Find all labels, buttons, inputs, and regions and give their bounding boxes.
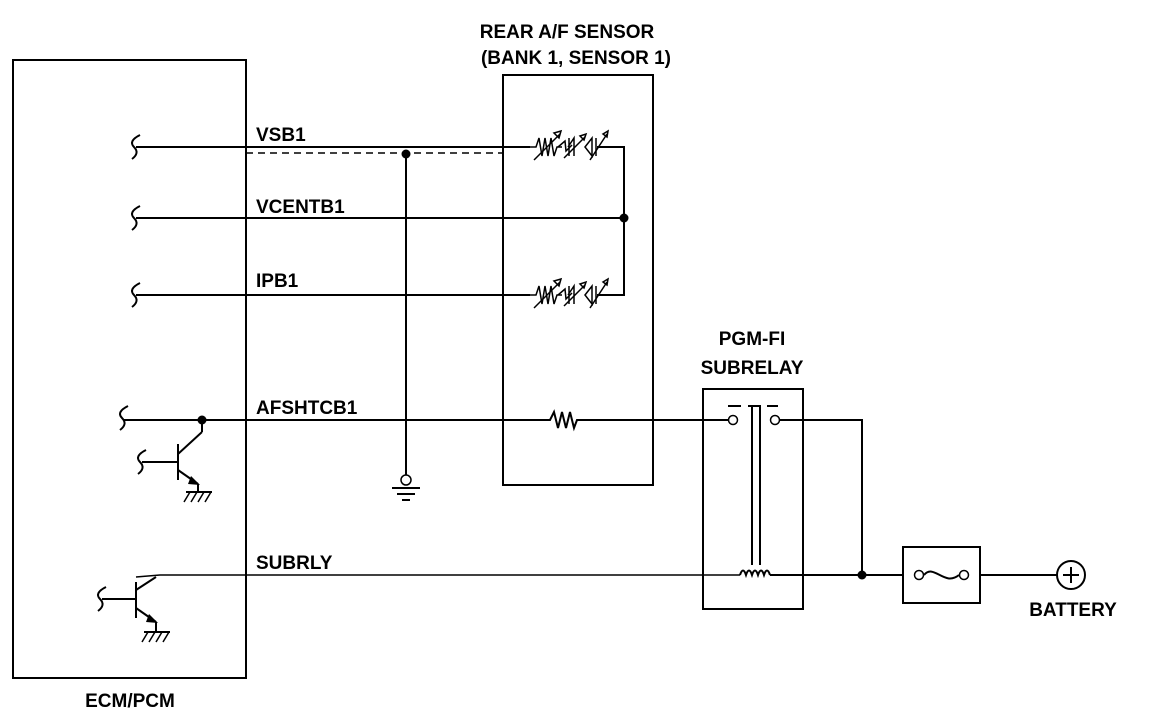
sensor-label-line2: (BANK 1, SENSOR 1) bbox=[481, 48, 671, 69]
rear-af-sensor: REAR A/F SENSOR (BANK 1, SENSOR 1) bbox=[480, 22, 671, 486]
label-afshtcb1: AFSHTCB1 bbox=[256, 398, 358, 419]
wire-ipb1: IPB1 bbox=[131, 271, 530, 308]
wire-subrly: SUBRLY bbox=[97, 553, 740, 643]
ecm-pcm: ECM/PCM bbox=[12, 59, 247, 712]
shield-ground bbox=[392, 149, 420, 501]
heater-resistor bbox=[503, 409, 653, 432]
battery-terminal-icon bbox=[1056, 560, 1086, 590]
ecm-pcm-label: ECM/PCM bbox=[85, 691, 175, 712]
relay-contact-right bbox=[769, 414, 781, 426]
heater-driver-transistor bbox=[137, 420, 212, 503]
sensor-box bbox=[502, 74, 654, 486]
label-vsb1: VSB1 bbox=[256, 125, 306, 146]
sensor-label-line1: REAR A/F SENSOR bbox=[480, 22, 655, 43]
wire-afshtcb1: AFSHTCB1 bbox=[119, 398, 503, 503]
label-vcentb1: VCENTB1 bbox=[256, 197, 345, 218]
sensing-cell-lower bbox=[530, 277, 610, 309]
label-subrly: SUBRLY bbox=[256, 553, 333, 574]
label-ipb1: IPB1 bbox=[256, 271, 299, 292]
relay-contact-left bbox=[727, 414, 739, 426]
relay-box bbox=[702, 388, 804, 610]
fuse bbox=[902, 546, 1057, 604]
relay-label-line2: SUBRELAY bbox=[701, 358, 804, 379]
wire-vsb1: VSB1 bbox=[131, 125, 530, 160]
relay-label-line1: PGM-FI bbox=[719, 329, 786, 350]
pgm-fi-subrelay: PGM-FI SUBRELAY bbox=[701, 329, 804, 610]
relay-driver-transistor bbox=[97, 576, 170, 643]
sensor-common-bus bbox=[597, 146, 625, 296]
relay-coil bbox=[739, 569, 771, 579]
battery-label: BATTERY bbox=[1029, 600, 1117, 621]
battery-bus bbox=[803, 419, 903, 580]
wire-vcentb1: VCENTB1 bbox=[131, 197, 624, 231]
ecm-pcm-box bbox=[12, 59, 247, 679]
sensing-cell-upper bbox=[530, 129, 610, 161]
battery: BATTERY bbox=[1029, 560, 1117, 621]
fuse-element bbox=[923, 570, 960, 580]
